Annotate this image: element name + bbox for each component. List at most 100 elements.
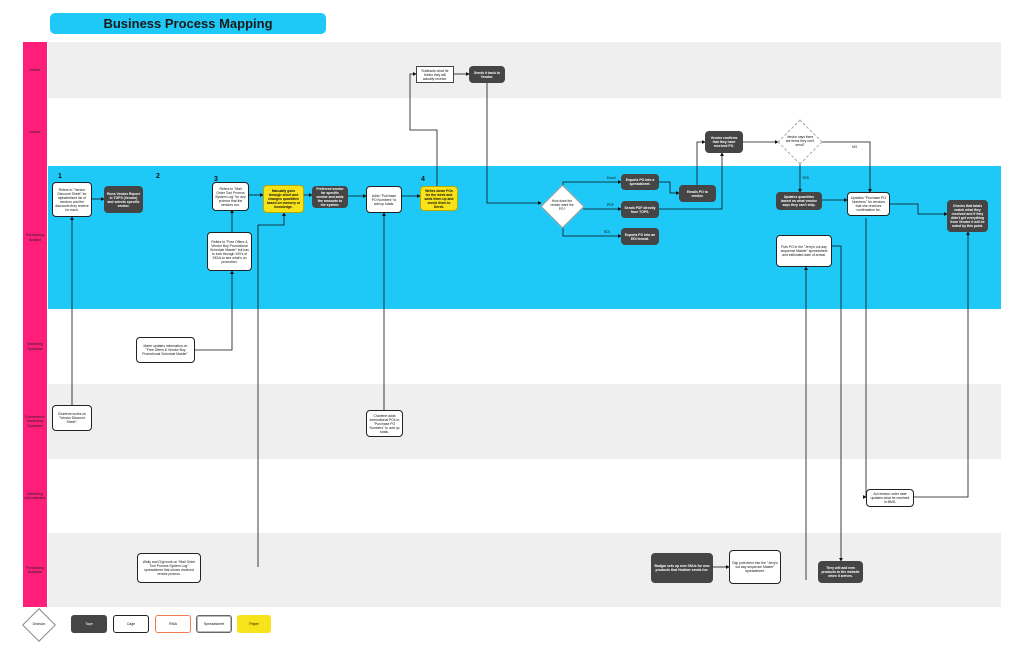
- lane-label: Vendor: [29, 67, 41, 72]
- node-text: Runs Vendor Report in TOPS (Vendor) and …: [107, 191, 140, 208]
- process-node[interactable]: Ad revision order date updates what he r…: [866, 489, 914, 507]
- node-text: Ad revision order date updates what he r…: [870, 492, 910, 504]
- edge: [914, 231, 970, 498]
- lane-body: [48, 309, 1001, 384]
- node-text: Puts PO in the "Jerry's cut day sequence…: [780, 245, 828, 257]
- decision-text: How does the vendor want the PO?: [550, 199, 574, 211]
- node-text: Charlene adds international POs to "Purc…: [369, 413, 400, 434]
- edge: [890, 203, 948, 216]
- lane-label: Vendor: [29, 129, 41, 134]
- node-text: Marie updates information on "Free Offer…: [142, 344, 189, 356]
- process-node[interactable]: They will add new products to the websit…: [818, 561, 863, 583]
- step-number: 2: [156, 173, 160, 180]
- step-number: 4: [421, 176, 425, 183]
- edge: [659, 181, 680, 195]
- node-text: Sends PDF directly from TOPS.: [624, 205, 656, 214]
- process-node[interactable]: Adds "Purchase PO Numbers" to add up tot…: [366, 186, 402, 213]
- edge: [832, 245, 843, 562]
- decision-node[interactable]: How does the vendor want the PO?: [540, 184, 584, 228]
- node-text: Exports PO into an EDI format.: [624, 232, 656, 241]
- edge-label: NO: [852, 145, 858, 149]
- edge: [562, 224, 622, 238]
- lane-body: [48, 459, 1001, 533]
- node-text: Manually goes through sheet and changes …: [266, 189, 301, 209]
- step-number: 1: [58, 173, 62, 180]
- lane-vendor-1: Vendor: [23, 42, 1001, 98]
- step-number: 3: [214, 176, 218, 183]
- page-title: Business Process Mapping: [50, 13, 326, 34]
- process-node[interactable]: Runs Vendor Report in TOPS (Vendor) and …: [104, 186, 143, 213]
- legend-rma: RMA: [155, 615, 191, 633]
- lane-body: [48, 42, 1001, 98]
- process-node[interactable]: Emails PO to vendor.: [679, 185, 716, 202]
- lane-header: Marketing Administrator: [23, 459, 47, 533]
- lane-purchasing-analyst: Purchasing Analyst: [23, 166, 1001, 309]
- process-node[interactable]: Puts PO in the "Jerry's cut day sequence…: [776, 235, 832, 267]
- process-node[interactable]: Sends it back to Vendor.: [469, 66, 505, 83]
- process-node[interactable]: Sends PDF directly from TOPS.: [621, 201, 659, 218]
- node-text: Refers to "Vendor Discount Sheet" for al…: [55, 187, 89, 212]
- process-node[interactable]: Gigi puts them into the "Jerry's cut day…: [729, 550, 781, 584]
- lane-label: Marketing Administrator: [24, 491, 46, 500]
- legend-paper: Paper: [237, 615, 271, 633]
- edge: [195, 270, 234, 351]
- legend-decision: Decision: [22, 608, 56, 642]
- process-node[interactable]: Manually goes through sheet and changes …: [263, 185, 304, 213]
- process-node[interactable]: Updates "Purchase PO Numbers" for vendor…: [847, 192, 890, 216]
- node-text: Refers to "Free Offers & Vendor Buy Prom…: [210, 239, 249, 264]
- edge-label: YES: [802, 176, 810, 180]
- lane-label: Purchasing Assistant: [26, 565, 44, 574]
- node-text: Updates quantities based on what vendor …: [781, 195, 817, 207]
- lane-body: [48, 166, 1001, 309]
- process-node[interactable]: Charlene works on "Vendor Discount Sheet…: [52, 405, 92, 431]
- process-node[interactable]: Subtracts what he thinks they will actua…: [416, 66, 454, 83]
- process-node[interactable]: Exports PO into an EDI format.: [621, 228, 659, 245]
- node-text: Badgar sets up new SKUs for new products…: [654, 564, 710, 572]
- process-node[interactable]: Refers to "Mail Order Tool Promos System…: [212, 182, 249, 211]
- process-node[interactable]: Wally and Gigi work on "Mail Order Tool …: [137, 553, 201, 583]
- edge: [822, 141, 872, 193]
- lane-label: Marketing Specialist: [27, 342, 43, 351]
- process-node[interactable]: Charlene adds international POs to "Purc…: [366, 410, 403, 437]
- node-text: Subtracts what he thinks they will actua…: [421, 68, 449, 81]
- edge: [409, 72, 438, 190]
- process-node[interactable]: Checks that totals match what they recei…: [947, 200, 988, 232]
- edge: [486, 83, 542, 205]
- decision-text: Vendor says there are items they can't s…: [785, 135, 815, 147]
- process-node[interactable]: Refers to "Free Offers & Vendor Buy Prom…: [207, 232, 252, 271]
- lane-body: [48, 384, 1001, 459]
- process-node[interactable]: Vendor confirms that they have received …: [705, 131, 743, 153]
- legend-spreadsheet: Spreadsheet: [196, 615, 232, 633]
- lane-header: Marketing Specialist: [23, 309, 47, 384]
- lane-body: [48, 98, 1001, 166]
- node-text: Emails PO to vendor.: [687, 189, 708, 198]
- edge-label: Excel: [607, 176, 616, 180]
- process-node[interactable]: Updates quantities based on what vendor …: [776, 192, 822, 210]
- node-text: Updates "Purchase PO Numbers" for vendor…: [851, 196, 886, 212]
- lane-header: Ecommerce Marketing Specialist: [23, 384, 47, 459]
- lane-ecommerce-marketing-specialist: Ecommerce Marketing Specialist: [23, 384, 1001, 459]
- process-node[interactable]: Exports PO into a spreadsheet.: [621, 174, 659, 190]
- process-node[interactable]: Refers to "Vendor Discount Sheet" for al…: [52, 182, 92, 217]
- legend-tape: Tape: [71, 615, 107, 633]
- legend-cage: Cage: [113, 615, 149, 633]
- node-text: Wally and Gigi work on "Mail Order Tool …: [142, 560, 196, 576]
- process-node[interactable]: Preferred vendor for specific vendor and…: [312, 186, 348, 208]
- legend-label: Decision: [32, 622, 46, 627]
- process-node[interactable]: Writes down POs for the week and adds th…: [420, 186, 458, 211]
- lane-header: Vendor: [23, 42, 47, 98]
- node-text: Preferred vendor for specific vendor and…: [316, 187, 344, 207]
- node-text: Gigi puts them into the "Jerry's cut day…: [732, 561, 778, 573]
- node-text: Sends it back to Vendor.: [473, 70, 500, 79]
- lane-header: Purchasing Analyst: [23, 166, 47, 309]
- node-text: They will add new products to the websit…: [821, 566, 860, 578]
- node-text: Checks that totals match what they recei…: [950, 204, 985, 228]
- lane-header: Vendor: [23, 98, 47, 166]
- node-text: Adds "Purchase PO Numbers" to add up tot…: [371, 193, 397, 206]
- edge: [257, 212, 286, 567]
- decision-node[interactable]: Vendor says there are items they can't s…: [777, 119, 823, 165]
- process-node[interactable]: Badgar sets up new SKUs for new products…: [651, 553, 713, 583]
- edge: [659, 152, 724, 210]
- process-node[interactable]: Marie updates information on "Free Offer…: [136, 337, 195, 363]
- lane-marketing-administrator: Marketing Administrator: [23, 459, 1001, 533]
